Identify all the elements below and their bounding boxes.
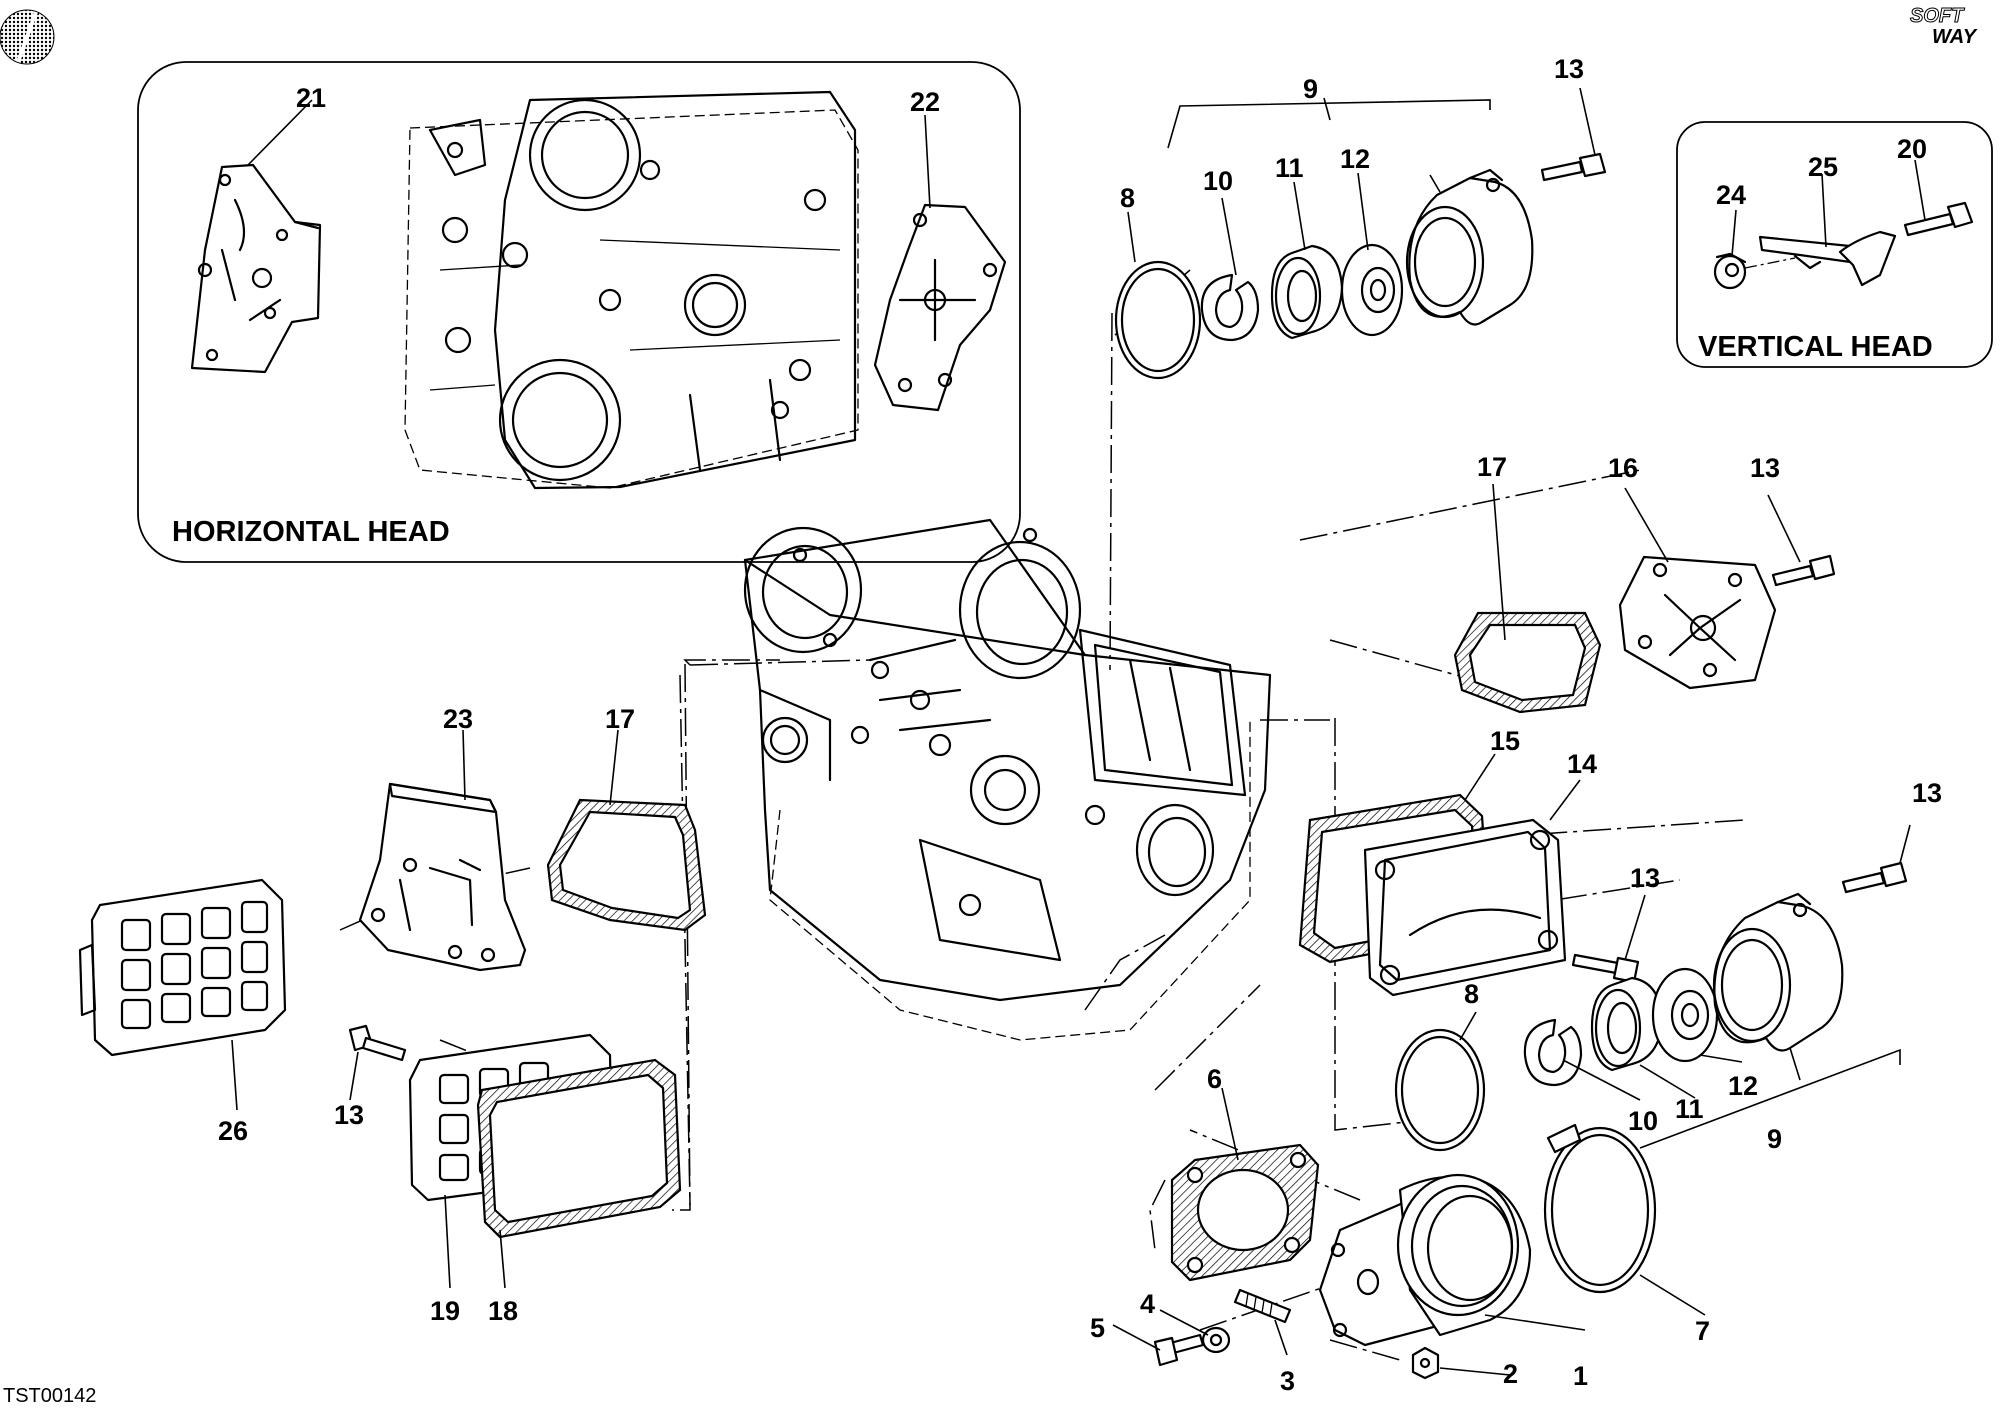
part-26-reed-cage [78,878,287,1057]
part-25-bracket [1758,230,1897,287]
part-7-hose-clamp [1543,1123,1657,1294]
part-6-gasket [1170,1143,1320,1282]
callout-17-left: 17 [605,704,635,734]
part-11-needle-bearing-bottom [1590,976,1664,1072]
callout-13-right-lower: 13 [1912,778,1942,808]
part-9-cover-top [1405,168,1534,326]
horizontal-head-inset: 21 22 HORIZONTAL HEAD [137,61,1021,563]
part-11-needle-bearing-top [1270,244,1344,340]
part-12-bearing-top [1340,243,1404,337]
part-13-bolt-top [1540,152,1607,182]
part-22-plate [873,203,1007,412]
part-23-plate [358,782,527,972]
part-10-circlip-bottom [1523,1018,1583,1087]
part-4-washer [1201,1326,1231,1354]
callout-23: 23 [443,704,473,734]
callout-18: 18 [488,1296,518,1326]
part-13-bolt-bottom [1841,861,1908,894]
part-5-bolt [1153,1333,1205,1367]
part-3-stud [1233,1288,1292,1324]
part-16-cover-plate [1618,555,1777,690]
callout-19: 19 [430,1296,460,1326]
part-24-bushing [1713,252,1747,290]
part-9-cover-bottom [1712,892,1844,1052]
part-12-bearing-bottom [1651,967,1719,1063]
callout-20: 20 [1897,134,1927,164]
softway-logo: SOFT WAY [1910,5,1978,49]
part-8-o-ring-bottom [1394,1028,1486,1152]
callout-13-right-upper: 13 [1750,453,1780,483]
callout-8-top: 8 [1120,183,1135,213]
drawing-code: TST00142 [3,1385,96,1407]
part-13-bolt-right-upper [1771,554,1836,587]
callout-26: 26 [218,1116,248,1146]
callout-1: 1 [1573,1361,1588,1391]
callout-10-top: 10 [1203,166,1233,196]
callout-12-bottom: 12 [1728,1071,1758,1101]
vertical-head-inset: 24 25 20 VERTICAL HEAD [1676,121,1993,368]
softway-logo-way: WAY [1932,26,1978,48]
callout-12-top: 12 [1340,144,1370,174]
callout-8-bottom: 8 [1464,979,1479,1009]
callout-11-top: 11 [1275,153,1304,183]
softway-logo-soft: SOFT [1910,5,1965,27]
callout-22: 22 [910,87,940,117]
callout-13-left: 13 [334,1100,364,1130]
callout-25: 25 [1808,152,1838,182]
part-2-nut [1411,1346,1440,1380]
callout-13-mid: 13 [1630,863,1660,893]
callout-5: 5 [1090,1313,1105,1343]
horizontal-head-title: HORIZONTAL HEAD [172,516,450,548]
callout-11-bottom: 11 [1675,1094,1704,1124]
part-13-bolt-mid [1571,953,1640,984]
callout-17-right: 17 [1477,452,1507,482]
callout-10-bottom: 10 [1628,1106,1658,1136]
callout-21: 21 [296,83,326,113]
callout-7: 7 [1695,1316,1710,1346]
callout-labels: 9 8 10 11 12 13 17 16 13 15 14 13 13 8 1… [218,54,1942,1396]
callout-9-top: 9 [1303,74,1318,104]
reed-cage-windows [120,900,269,1030]
callout-6: 6 [1207,1064,1222,1094]
callout-4: 4 [1140,1289,1155,1319]
callout-9-bottom: 9 [1767,1124,1782,1154]
part-8-o-ring-top [1114,260,1202,380]
part-13-bolt-left [348,1024,407,1062]
part-14-cover [1363,818,1567,997]
brand-logo [0,9,55,65]
callout-15: 15 [1490,726,1520,756]
horizontal-head-casting [404,90,859,490]
part-10-circlip-top [1200,273,1260,342]
cylinder-head-casting [743,518,1272,1041]
callout-2: 2 [1503,1359,1518,1389]
part-17-gasket-right [1453,611,1602,714]
part-21-plate [190,163,322,374]
callout-24: 24 [1716,180,1746,210]
callout-16: 16 [1608,453,1638,483]
part-17-gasket-left [546,798,707,932]
callout-14: 14 [1567,749,1597,779]
callout-3: 3 [1280,1366,1295,1396]
part-1-intake-manifold [1318,1173,1532,1347]
vertical-head-title: VERTICAL HEAD [1698,331,1933,363]
part-20-bolt [1903,201,1974,237]
part-18-gasket [476,1058,682,1239]
callout-13-top: 13 [1554,54,1584,84]
